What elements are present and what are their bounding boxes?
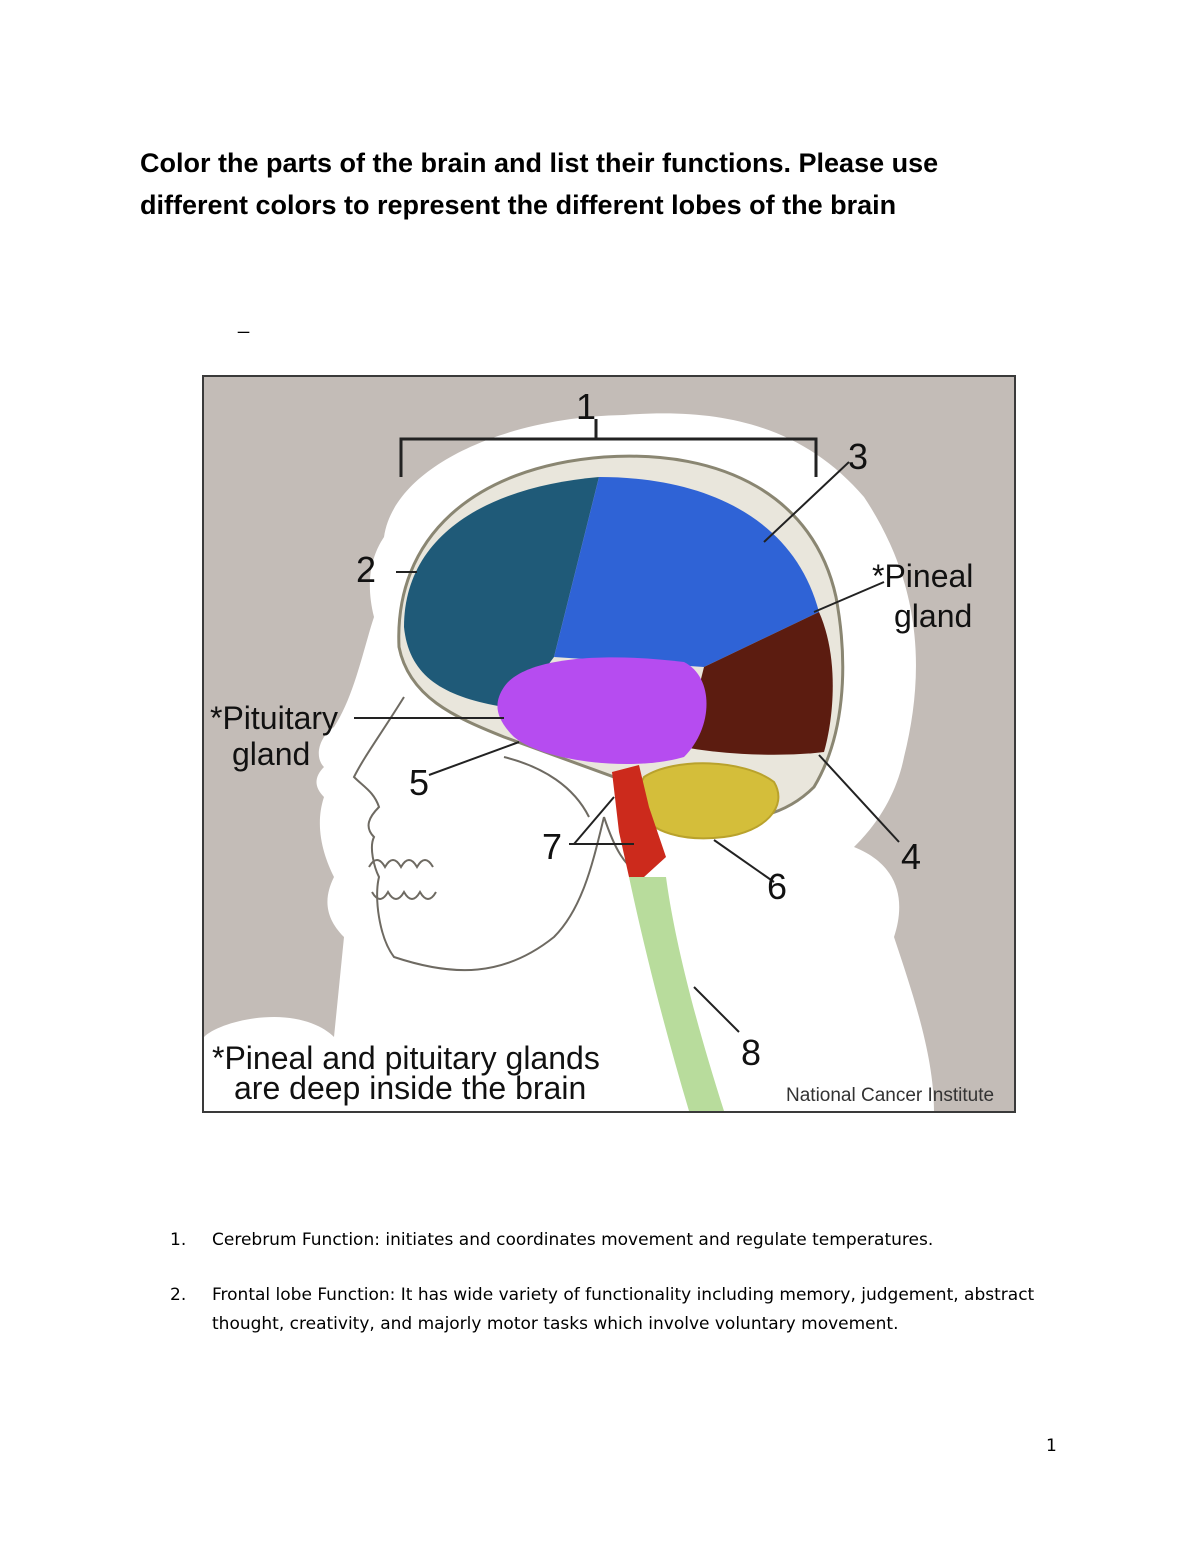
label-texts: *Pineal gland *Pituitary gland *Pineal a… <box>210 558 973 1106</box>
brain-diagram-svg: 1 2 3 4 5 6 7 8 *Pineal gland *Pituitary… <box>204 377 1014 1111</box>
list-item-text: Frontal lobe Function: It has wide varie… <box>212 1285 1035 1334</box>
pituitary-label-line2: gland <box>232 736 310 772</box>
pineal-label-line2: gland <box>894 598 972 634</box>
pituitary-label-line1: *Pituitary <box>210 700 338 736</box>
pineal-label-line1: *Pineal <box>872 558 973 594</box>
occipital-lobe <box>684 612 833 755</box>
brainstem <box>612 765 666 877</box>
label-6: 6 <box>767 866 787 907</box>
temporal-lobe <box>497 657 707 765</box>
teeth <box>368 859 437 900</box>
label-8: 8 <box>741 1032 761 1073</box>
label-3: 3 <box>848 436 868 477</box>
heading-line-1: Color the parts of the brain and list th… <box>140 148 939 178</box>
functions-list: 1. Cerebrum Function: initiates and coor… <box>170 1226 1070 1365</box>
frontal-lobe <box>404 477 599 707</box>
parietal-lobe <box>554 477 819 667</box>
footnote-line1: *Pineal and pituitary glands <box>212 1040 600 1076</box>
list-item-text: Cerebrum Function: initiates and coordin… <box>212 1230 934 1250</box>
face-outline <box>352 696 605 972</box>
credit-label: National Cancer Institute <box>786 1085 994 1106</box>
stray-mark: _ <box>238 312 250 334</box>
list-item-number: 2. <box>170 1285 187 1305</box>
leader-lines <box>354 461 900 1033</box>
label-5: 5 <box>409 762 429 803</box>
label-1: 1 <box>576 386 596 427</box>
list-item: 2. Frontal lobe Function: It has wide va… <box>170 1281 1070 1339</box>
spinal-cord <box>629 877 724 1111</box>
footnote-line2: are deep inside the brain <box>234 1070 586 1106</box>
label-7: 7 <box>542 826 562 867</box>
page-number: 1 <box>1046 1436 1057 1456</box>
brain-diagram: 1 2 3 4 5 6 7 8 *Pineal gland *Pituitary… <box>202 375 1016 1113</box>
list-item: 1. Cerebrum Function: initiates and coor… <box>170 1226 1070 1255</box>
list-item-number: 1. <box>170 1230 187 1250</box>
label-4: 4 <box>901 836 921 877</box>
cerebellum <box>638 762 780 840</box>
instructions-heading: Color the parts of the brain and list th… <box>140 142 1100 226</box>
bracket-1 <box>399 419 818 477</box>
label-numbers: 1 2 3 4 5 6 7 8 <box>356 386 921 1073</box>
label-2: 2 <box>356 549 376 590</box>
heading-line-2: different colors to represent the differ… <box>140 190 897 220</box>
